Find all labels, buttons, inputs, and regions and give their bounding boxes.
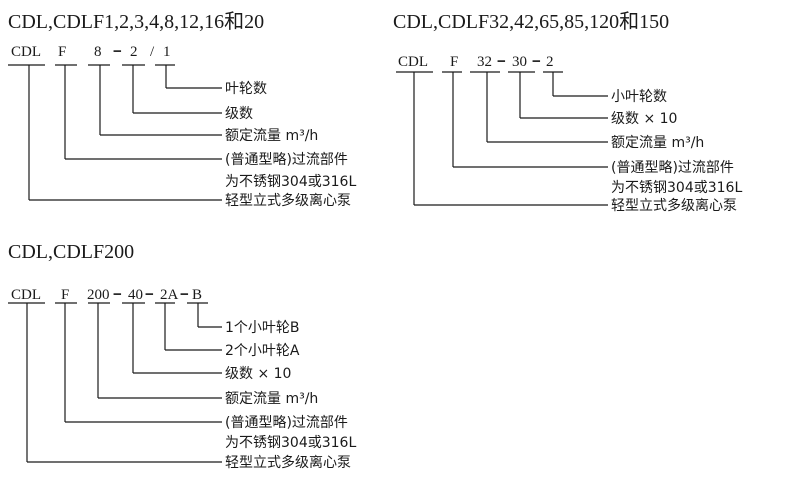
code-segment: 2A [160,287,179,303]
code-segment: 1 [163,44,171,60]
code-segment: B [192,287,202,303]
code-meaning-label: 级数 × 10 [611,111,677,127]
diagram-title: CDL,CDLF32,42,65,85,120和150 [393,10,669,33]
code-segment: 32 [477,54,492,70]
code-meaning-label: 为不锈钢304或316L [225,435,356,451]
code-segment: 2 [130,44,138,60]
code-meaning-label: 额定流量 m³/h [225,128,318,144]
code-separator: − [180,286,189,303]
code-meaning-label: 轻型立式多级离心泵 [611,197,737,214]
code-segment: F [58,44,66,60]
code-separator: − [532,53,541,70]
code-meaning-label: (普通型略)过流部件 [225,152,348,168]
code-meaning-label: 额定流量 m³/h [611,135,704,151]
code-separator: − [497,53,506,70]
code-separator: − [113,286,122,303]
code-segment: F [61,287,69,303]
code-segment: CDL [11,44,41,60]
code-meaning-label: 为不锈钢304或316L [225,174,356,190]
code-meaning-label: 级数 [225,106,253,122]
code-segment: 200 [87,287,110,303]
code-segment: / [150,44,155,60]
code-meaning-label: 2个小叶轮A [225,343,300,359]
code-meaning-label: (普通型略)过流部件 [225,415,348,431]
code-segment: 40 [128,287,143,303]
code-meaning-label: 1个小叶轮B [225,320,300,336]
code-separator: − [113,43,122,60]
diagram-title: CDL,CDLF1,2,3,4,8,12,16和20 [8,10,264,33]
code-meaning-label: (普通型略)过流部件 [611,160,734,176]
code-separator: − [145,286,154,303]
code-meaning-label: 额定流量 m³/h [225,391,318,407]
code-segment: 2 [546,54,554,70]
code-segment: CDL [398,54,428,70]
code-meaning-label: 叶轮数 [225,81,267,97]
code-meaning-label: 轻型立式多级离心泵 [225,454,351,471]
code-segment: F [450,54,458,70]
code-meaning-label: 为不锈钢304或316L [611,180,742,196]
code-segment: CDL [11,287,41,303]
code-meaning-label: 轻型立式多级离心泵 [225,192,351,209]
code-meaning-label: 小叶轮数 [611,89,667,105]
code-meaning-label: 级数 × 10 [225,366,291,382]
diagram-title: CDL,CDLF200 [8,241,134,263]
code-segment: 8 [94,44,102,60]
code-segment: 30 [512,54,527,70]
